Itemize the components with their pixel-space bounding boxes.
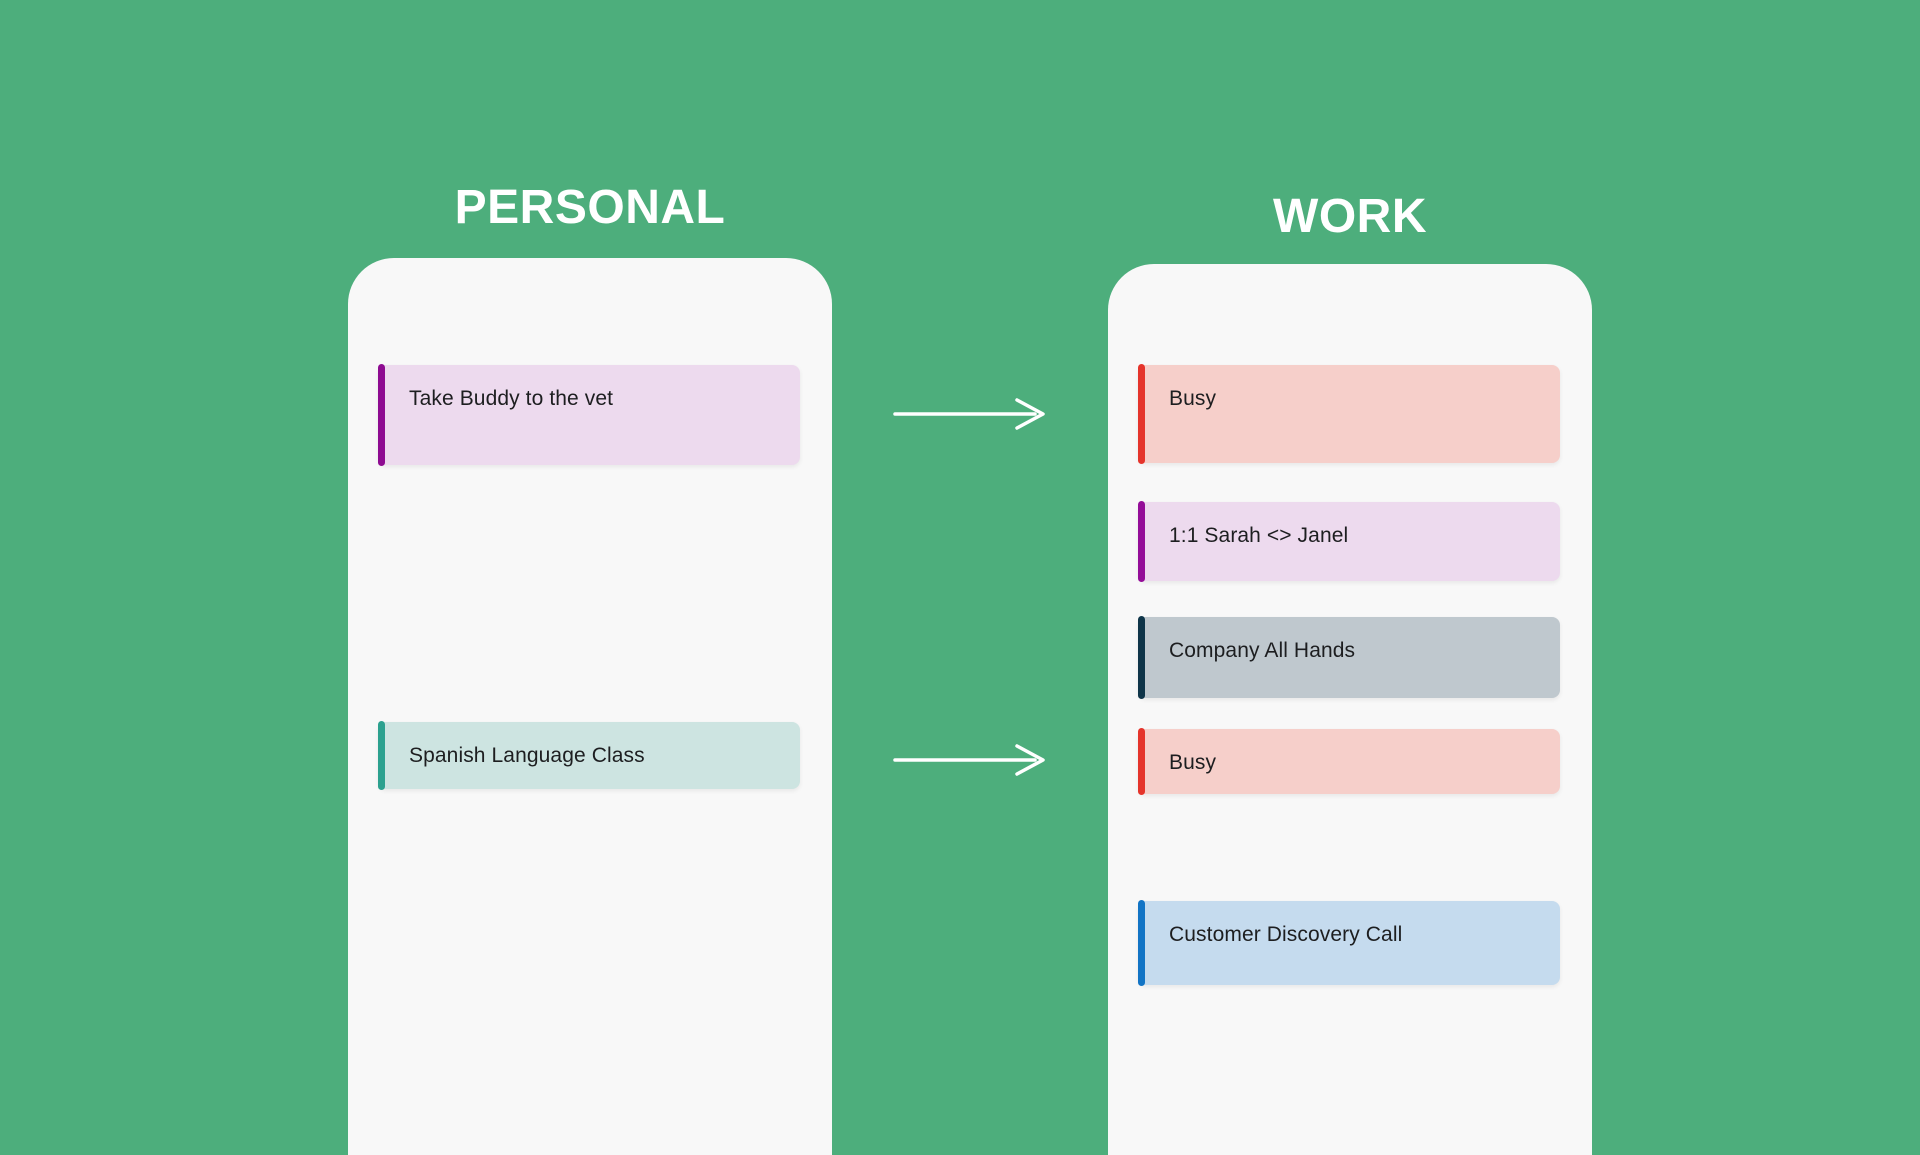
- event-busy-2[interactable]: Busy: [1138, 728, 1560, 795]
- sync-arrow-icon: [893, 744, 1045, 776]
- event-color-strip: [378, 721, 385, 790]
- event-color-strip: [1138, 900, 1145, 986]
- event-color-strip: [378, 364, 385, 466]
- event-label: Busy: [1169, 751, 1217, 774]
- work-calendar-panel: Busy 1:1 Sarah <> Janel Company All Hand…: [1108, 264, 1592, 1155]
- event-label: Busy: [1169, 387, 1217, 410]
- personal-calendar-panel: Take Buddy to the vet Spanish Language C…: [348, 258, 832, 1155]
- event-color-strip: [1138, 364, 1145, 464]
- event-label: Spanish Language Class: [409, 744, 645, 767]
- event-1-1-sarah-janel[interactable]: 1:1 Sarah <> Janel: [1138, 501, 1560, 582]
- event-color-strip: [1138, 501, 1145, 582]
- event-label: Take Buddy to the vet: [409, 387, 614, 410]
- event-label: 1:1 Sarah <> Janel: [1169, 524, 1349, 547]
- event-company-all-hands[interactable]: Company All Hands: [1138, 616, 1560, 699]
- sync-arrow-icon: [893, 398, 1045, 430]
- event-spanish-language-class[interactable]: Spanish Language Class: [378, 721, 800, 790]
- event-label: Customer Discovery Call: [1169, 923, 1403, 946]
- event-label: Company All Hands: [1169, 639, 1356, 662]
- event-busy-1[interactable]: Busy: [1138, 364, 1560, 464]
- event-customer-discovery-call[interactable]: Customer Discovery Call: [1138, 900, 1560, 986]
- event-color-strip: [1138, 728, 1145, 795]
- work-column-title: WORK: [1273, 190, 1427, 243]
- event-take-buddy-to-the-vet[interactable]: Take Buddy to the vet: [378, 364, 800, 466]
- event-color-strip: [1138, 616, 1145, 699]
- personal-column-title: PERSONAL: [454, 181, 726, 234]
